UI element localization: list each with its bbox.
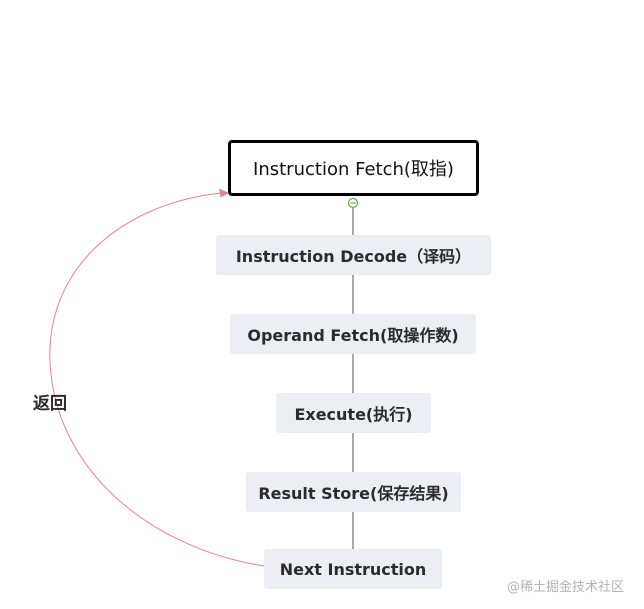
watermark: @稀土掘金技术社区: [507, 580, 625, 595]
node-result-store[interactable]: Result Store(保存结果): [246, 472, 461, 512]
return-arrow-head: [219, 188, 229, 198]
node-label: Next Instruction: [279, 559, 427, 579]
return-label: 返回: [33, 394, 67, 414]
node-execute[interactable]: Execute(执行): [276, 393, 431, 433]
node-label: Result Store(保存结果): [258, 484, 449, 503]
node-instruction-decode[interactable]: Instruction Decode（译码）: [216, 235, 491, 275]
collapse-toggle[interactable]: [347, 197, 359, 209]
node-next-instruction[interactable]: Next Instruction: [264, 549, 442, 589]
node-label: Execute(执行): [294, 405, 413, 424]
node-label: Instruction Decode（译码）: [235, 247, 472, 266]
node-instruction-fetch[interactable]: Instruction Fetch(取指): [228, 140, 479, 196]
node-label: Instruction Fetch(取指): [253, 159, 454, 180]
node-operand-fetch[interactable]: Operand Fetch(取操作数): [230, 314, 476, 354]
node-label: Operand Fetch(取操作数): [247, 326, 459, 345]
return-arrow-curve: [49, 192, 265, 567]
